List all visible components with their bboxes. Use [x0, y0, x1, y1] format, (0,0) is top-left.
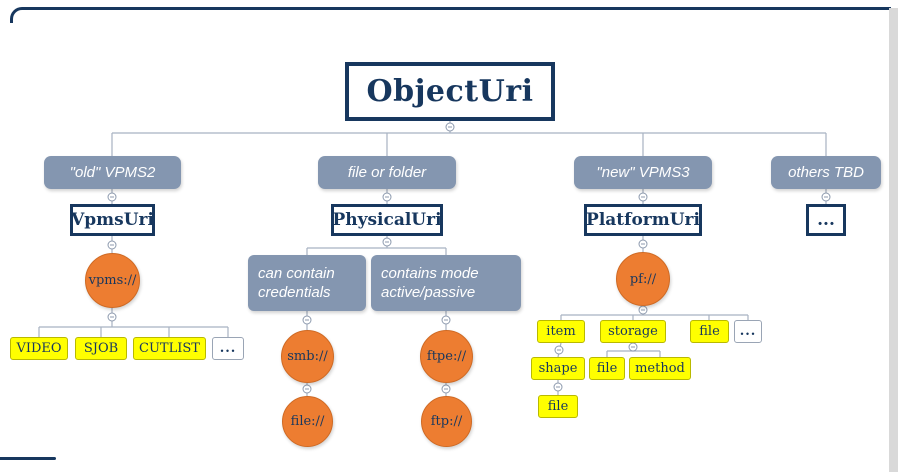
collapse-toggle-icon[interactable] [441, 384, 451, 394]
topic-pf-scheme[interactable]: pf:// [616, 252, 670, 306]
topic-objecturi[interactable]: ObjectUri [345, 62, 555, 121]
topic-ftpe-scheme[interactable]: ftpe:// [420, 330, 473, 383]
leaf-storage[interactable]: storage [600, 320, 666, 343]
note-can-contain-credentials[interactable]: can contain credentials [248, 255, 366, 311]
leaf-shape[interactable]: shape [531, 357, 585, 380]
leaf-shape-file[interactable]: file [538, 395, 578, 418]
collapse-toggle-icon[interactable] [554, 345, 564, 355]
collapse-toggle-icon[interactable] [441, 315, 451, 325]
leaf-method[interactable]: method [629, 357, 691, 380]
topic-smb-scheme[interactable]: smb:// [281, 330, 334, 383]
topic-others-tbd[interactable]: others TBD [771, 156, 881, 189]
leaf-platform-ellipsis[interactable]: ... [734, 320, 762, 343]
collapse-toggle-icon[interactable] [107, 312, 117, 322]
collapse-toggle-icon[interactable] [302, 384, 312, 394]
collapse-toggle-icon[interactable] [107, 192, 117, 202]
leaf-storage-file[interactable]: file [589, 357, 625, 380]
leaf-item[interactable]: item [537, 320, 585, 343]
leaf-sjob[interactable]: SJOB [75, 337, 127, 360]
collapse-toggle-icon[interactable] [382, 237, 392, 247]
leaf-cutlist[interactable]: CUTLIST [133, 337, 206, 360]
collapse-toggle-icon[interactable] [382, 192, 392, 202]
topic-ftp-scheme[interactable]: ftp:// [421, 396, 472, 447]
topic-old-vpms2[interactable]: "old" VPMS2 [44, 156, 181, 189]
collapse-toggle-icon[interactable] [638, 305, 648, 315]
note-contains-mode[interactable]: contains mode active/passive [371, 255, 521, 311]
collapse-toggle-icon[interactable] [302, 315, 312, 325]
window-right-edge [889, 8, 898, 472]
collapse-toggle-icon[interactable] [107, 240, 117, 250]
leaf-video[interactable]: VIDEO [10, 337, 68, 360]
topic-others-ellipsis[interactable]: ... [806, 204, 846, 236]
collapse-toggle-icon[interactable] [445, 122, 455, 132]
topic-new-vpms3[interactable]: "new" VPMS3 [574, 156, 712, 189]
topic-vpmsuri[interactable]: VpmsUri [70, 204, 155, 236]
leaf-vpms-ellipsis[interactable]: ... [212, 337, 244, 360]
leaf-file[interactable]: file [690, 320, 729, 343]
collapse-toggle-icon[interactable] [638, 192, 648, 202]
collapse-toggle-icon[interactable] [553, 382, 563, 392]
topic-file-scheme[interactable]: file:// [282, 396, 333, 447]
topic-vpms-scheme[interactable]: vpms:// [85, 253, 140, 308]
collapse-toggle-icon[interactable] [638, 239, 648, 249]
topic-platformuri[interactable]: PlatformUri [584, 204, 702, 236]
canvas-border-bottom-left [0, 457, 56, 460]
topic-physicaluri[interactable]: PhysicalUri [331, 204, 443, 236]
collapse-toggle-icon[interactable] [628, 342, 638, 352]
topic-file-or-folder[interactable]: file or folder [318, 156, 456, 189]
canvas-border-top [10, 7, 891, 23]
collapse-toggle-icon[interactable] [821, 192, 831, 202]
